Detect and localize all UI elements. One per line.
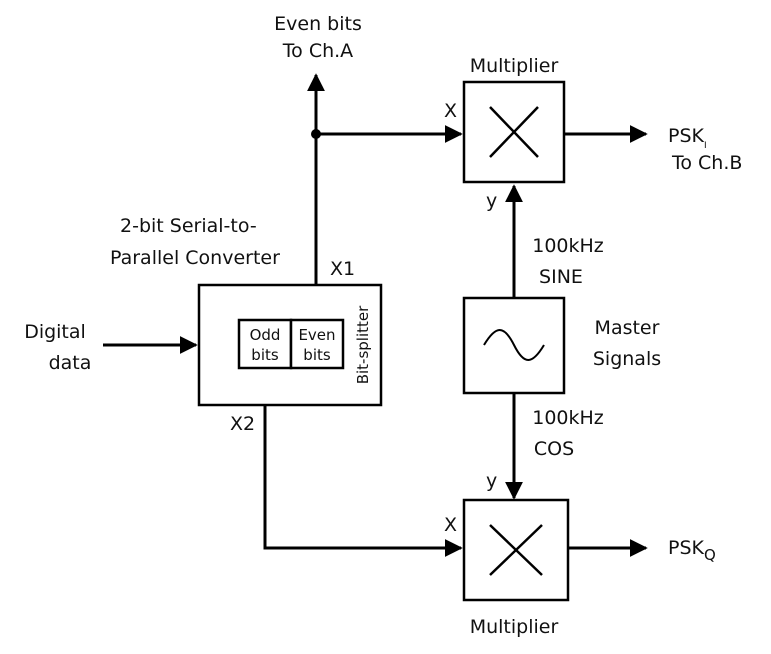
x2-label: X2 — [230, 413, 255, 435]
odd-bits-path — [263, 368, 463, 557]
sine-label: SINE — [539, 266, 583, 288]
converter-title-line1: 2-bit Serial-to- — [120, 215, 257, 237]
signals-label: Signals — [593, 348, 661, 370]
psk-q-subscript: Q — [704, 546, 716, 564]
psk-i-text: PSK — [668, 125, 705, 147]
cos-freq-label: 100kHz — [532, 407, 604, 429]
even-bits-label: Even bits — [274, 13, 362, 35]
x-top-label: X — [444, 100, 457, 122]
psk-i-subscript: I — [704, 141, 707, 151]
y-bottom-label: y — [486, 470, 497, 492]
odd-label: Odd — [250, 326, 281, 344]
odd-bits-label: bits — [251, 346, 279, 364]
x-cross-icon — [489, 106, 539, 158]
x1-label: X1 — [330, 258, 355, 280]
multiplier-top-label: Multiplier — [470, 55, 559, 77]
sine-freq-label: 100kHz — [532, 235, 604, 257]
converter-title-line2: Parallel Converter — [110, 247, 280, 269]
x-bottom-label: X — [444, 514, 457, 536]
to-ch-b-label: To Ch.B — [671, 152, 742, 174]
x-cross-icon — [489, 524, 543, 576]
y-top-label: y — [486, 190, 497, 212]
wires — [103, 73, 648, 557]
digital-label: Digital — [24, 321, 86, 343]
psk-q-text: PSK — [668, 537, 705, 559]
even-bits-box — [289, 318, 345, 370]
even-label: Even — [298, 326, 335, 344]
even-bits-small-label: bits — [303, 346, 331, 364]
multiplier-bottom — [462, 498, 570, 602]
multiplier-top — [462, 80, 566, 184]
psk-i-label: PSKI — [668, 125, 707, 151]
sine-wave-icon — [483, 329, 545, 361]
to-ch-a-label: To Ch.A — [282, 40, 353, 62]
psk-q-label: PSKQ — [668, 537, 716, 564]
multiplier-bottom-label: Multiplier — [470, 616, 559, 638]
master-oscillator — [462, 296, 566, 395]
bit-splitter-label: Bit-splitter — [354, 305, 372, 384]
cos-label: COS — [534, 438, 574, 460]
master-label: Master — [595, 317, 660, 339]
data-label: data — [49, 352, 92, 374]
